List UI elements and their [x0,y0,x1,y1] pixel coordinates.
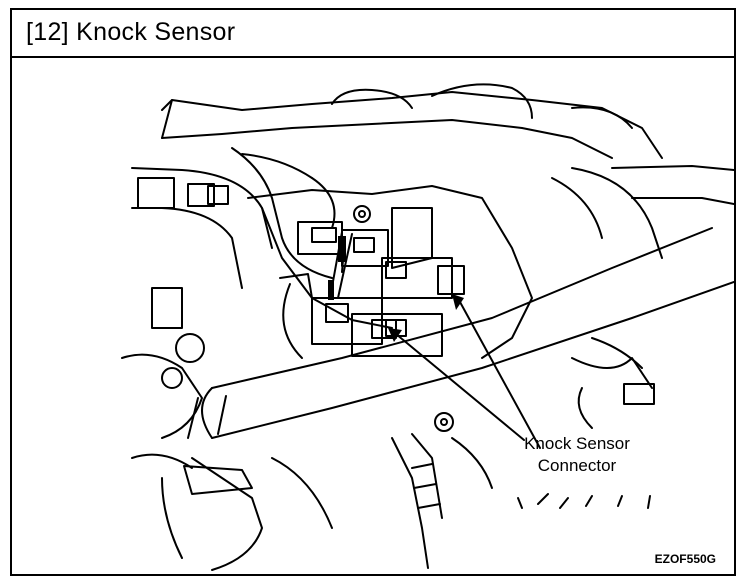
upper-hose [161,91,663,159]
figure-code: EZOF550G [654,552,716,566]
knock-sensor-connector-label: Knock Sensor Connector [506,433,648,477]
callout-line-1: Knock Sensor [524,434,630,453]
leader-line-upper [459,301,541,449]
leader-line-lower [395,333,525,441]
arrowhead-lower [388,328,402,342]
page-title: [12] Knock Sensor [26,18,236,46]
title-bar: [12] Knock Sensor [12,10,734,58]
lower-hose [211,227,713,389]
figure-frame: [12] Knock Sensor [10,8,736,576]
left-hose [131,167,273,249]
callout-line-2: Connector [537,456,617,475]
dash-marks [517,493,651,509]
engine-illustration [121,83,734,571]
arrowhead-upper [452,294,464,310]
